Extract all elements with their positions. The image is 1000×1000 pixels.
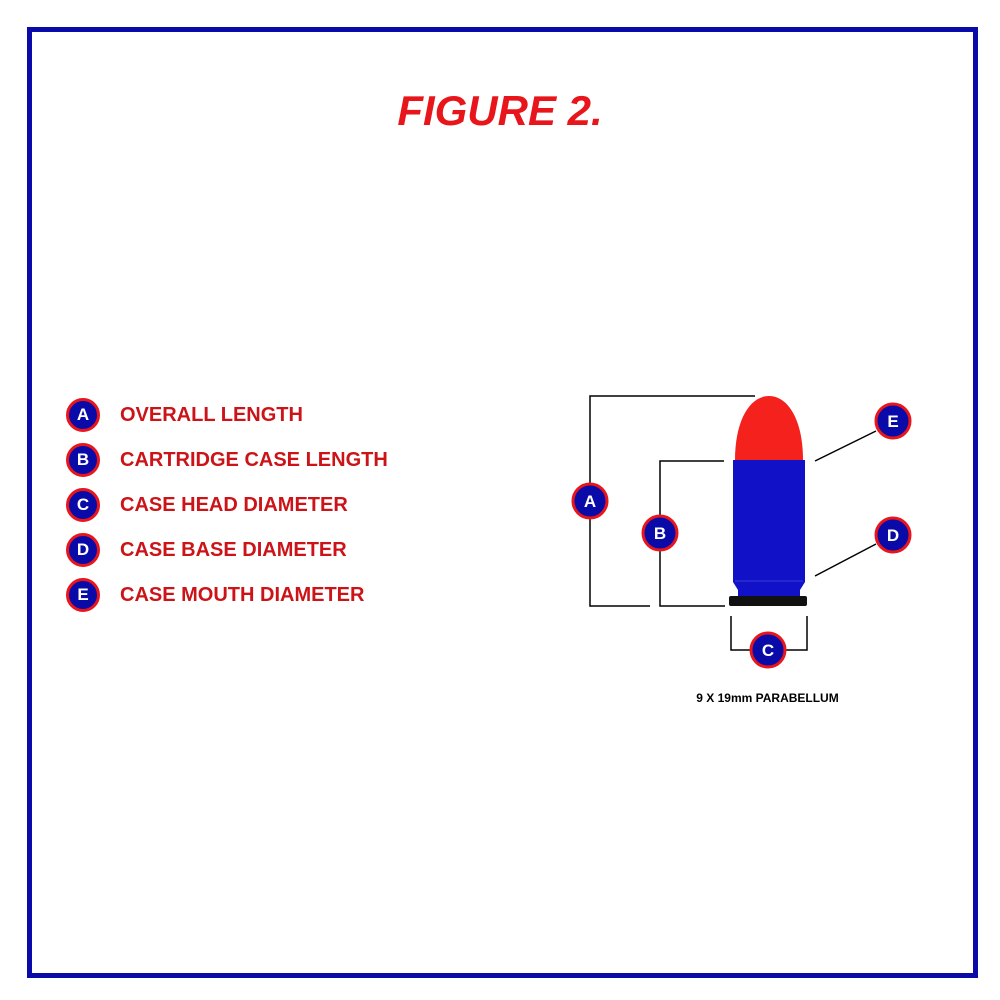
legend-item-d: D CASE BASE DIAMETER: [66, 533, 486, 569]
legend-item-b: B CARTRIDGE CASE LENGTH: [66, 443, 486, 479]
legend-item-e: E CASE MOUTH DIAMETER: [66, 578, 486, 614]
bullet-shape: [735, 396, 803, 460]
legend-badge-b: B: [66, 443, 100, 477]
legend-label-d: CASE BASE DIAMETER: [120, 539, 347, 561]
figure-title: FIGURE 2.: [397, 87, 603, 134]
diagram-marker-a-label: A: [584, 492, 596, 511]
diagram-marker-e: E: [874, 402, 912, 440]
cartridge-case-shape: [733, 460, 805, 596]
legend-badge-e: E: [66, 578, 100, 612]
legend-badge-a: A: [66, 398, 100, 432]
dimension-e-leader: [814, 430, 877, 462]
legend-label-c: CASE HEAD DIAMETER: [120, 494, 348, 516]
diagram-marker-b-label: B: [654, 524, 666, 543]
dimension-a-bracket: [589, 395, 755, 607]
legend-label-e: CASE MOUTH DIAMETER: [120, 584, 365, 606]
legend-label-a: OVERALL LENGTH: [120, 404, 303, 426]
dimension-d-leader: [814, 543, 877, 577]
legend-label-b: CARTRIDGE CASE LENGTH: [120, 449, 388, 471]
diagram-marker-c: C: [749, 631, 787, 669]
cartridge-rim-shape: [729, 596, 807, 606]
diagram-marker-a: A: [571, 482, 609, 520]
diagram-marker-e-label: E: [887, 412, 898, 431]
diagram-marker-d: D: [874, 516, 912, 554]
diagram-marker-b: B: [641, 514, 679, 552]
legend-item-c: C CASE HEAD DIAMETER: [66, 488, 486, 524]
diagram-caption: 9 X 19mm PARABELLUM: [696, 691, 839, 705]
legend-badge-d: D: [66, 533, 100, 567]
diagram-marker-c-label: C: [762, 641, 774, 660]
legend-item-a: A OVERALL LENGTH: [66, 398, 486, 434]
legend-badge-c: C: [66, 488, 100, 522]
diagram-marker-d-label: D: [887, 526, 899, 545]
figure-frame: [27, 27, 978, 978]
